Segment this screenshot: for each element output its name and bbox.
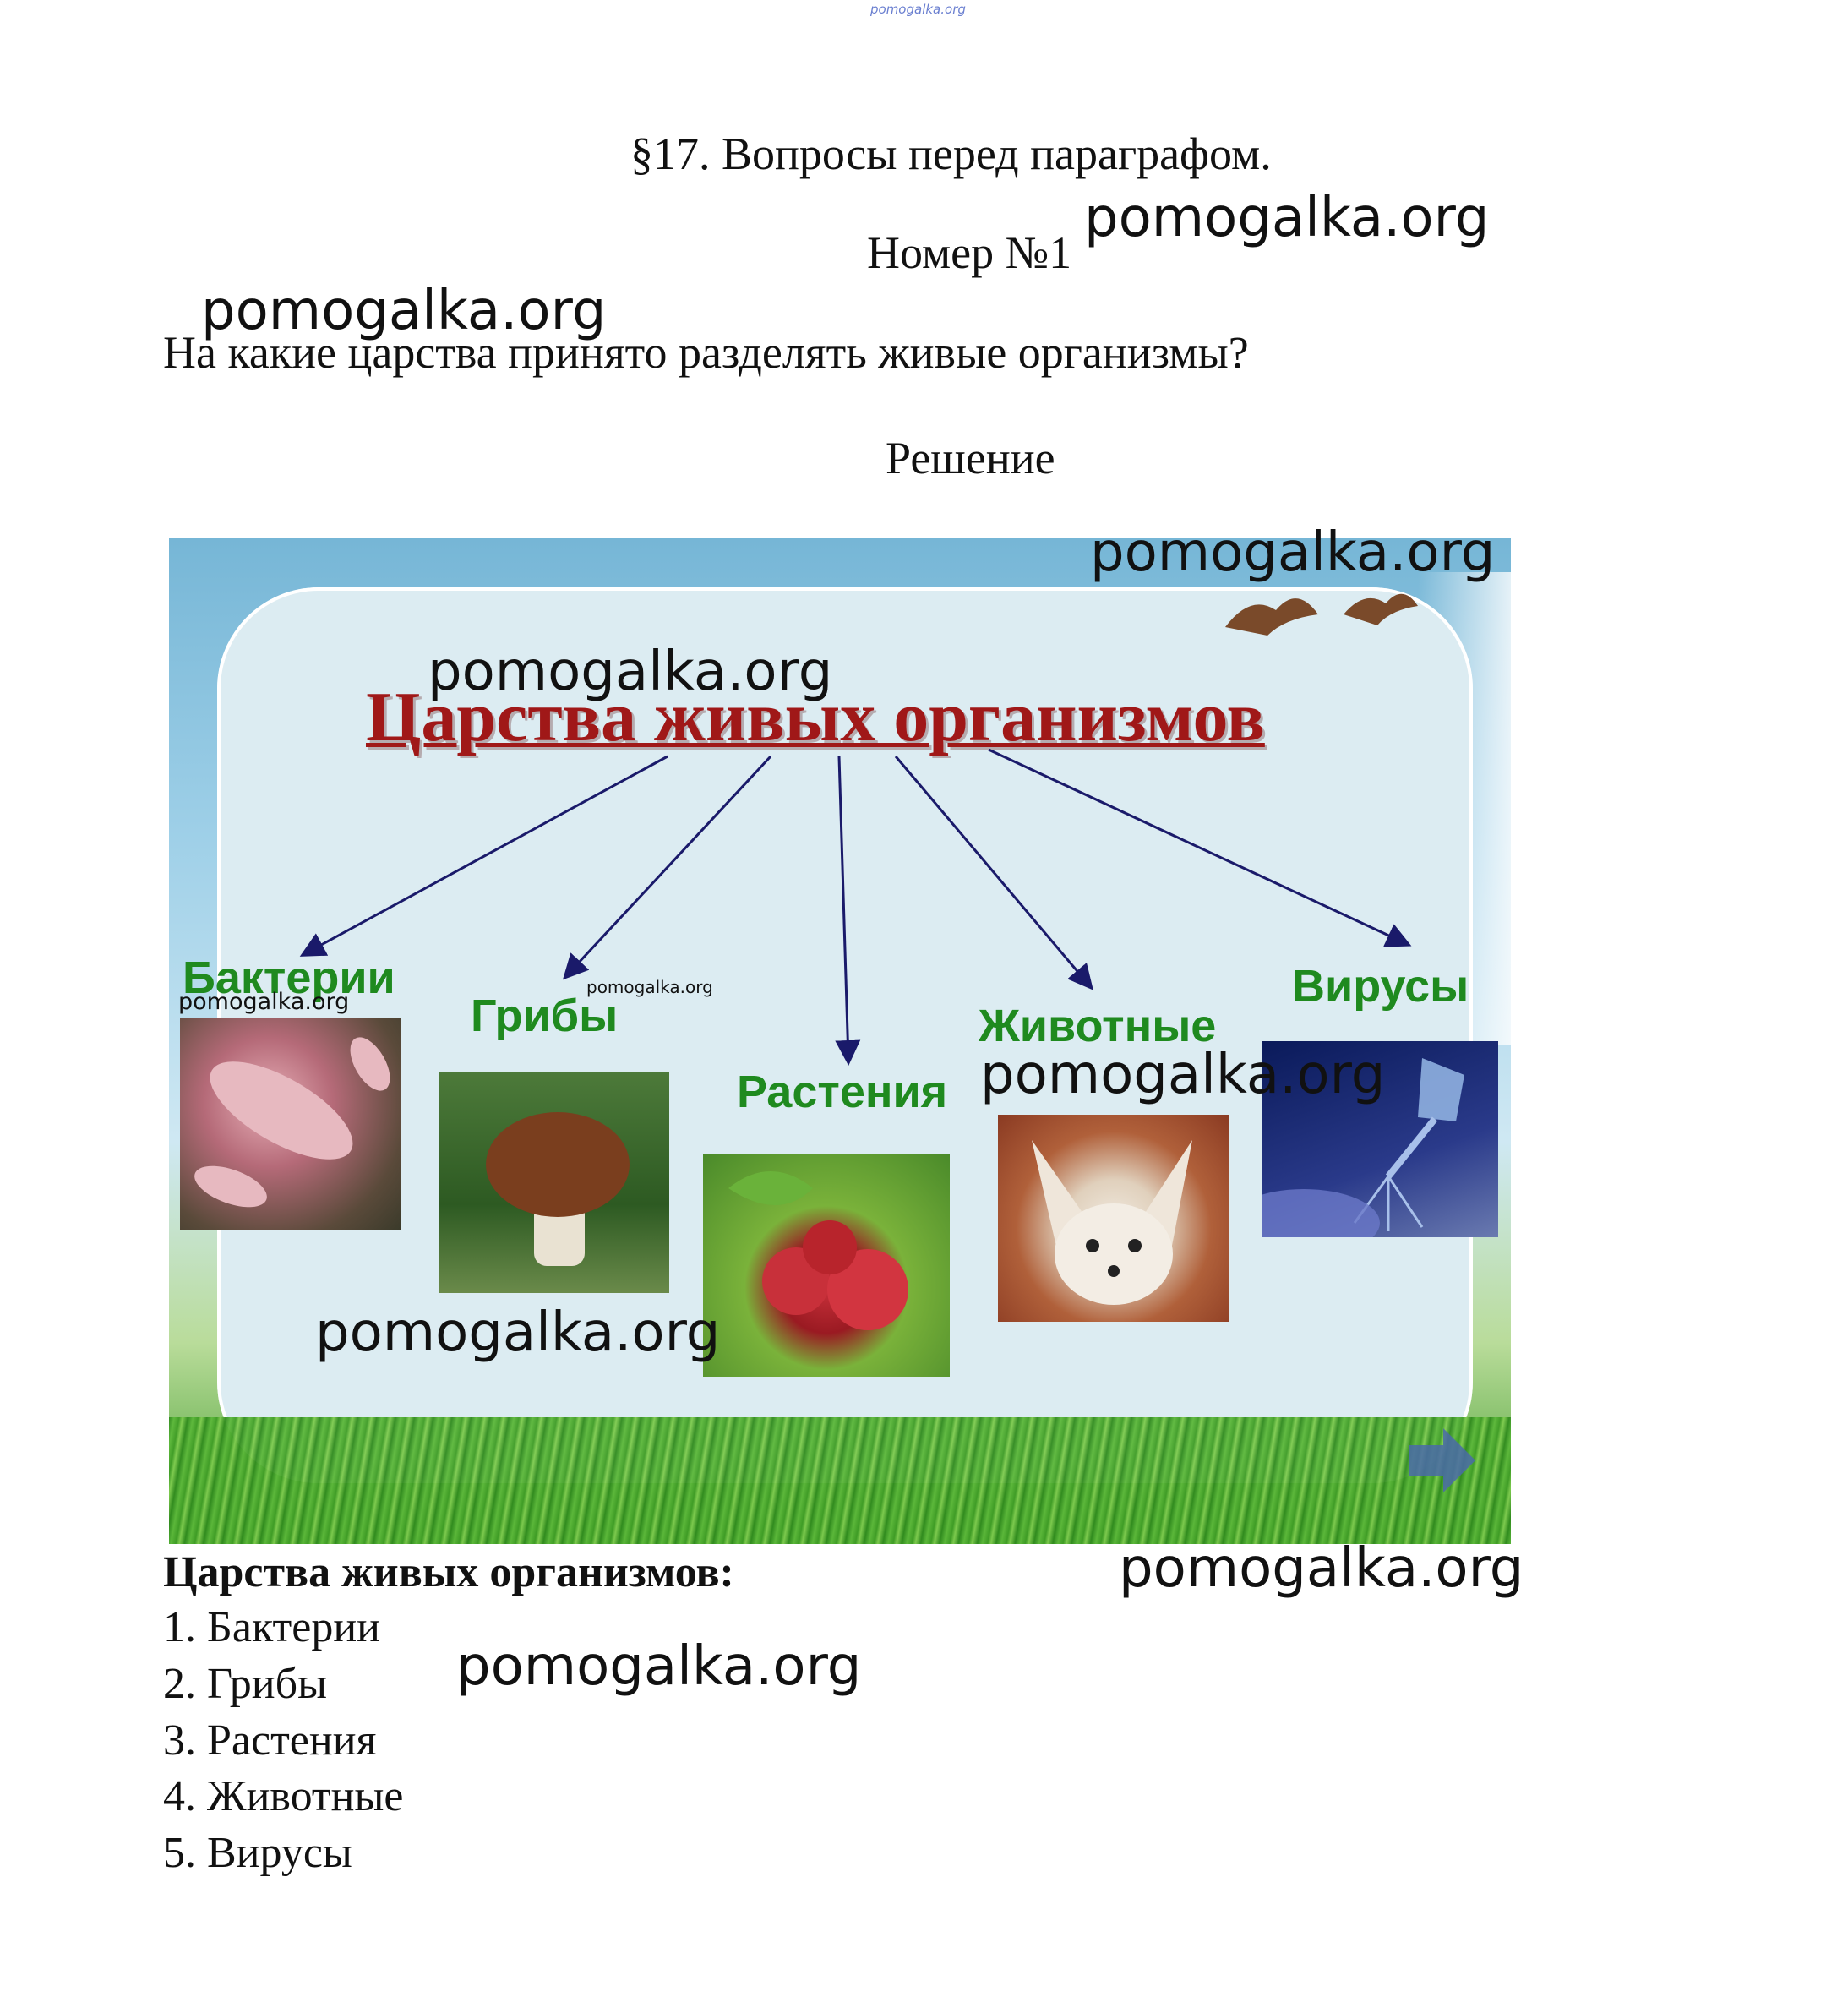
kingdom-arrows xyxy=(299,748,1412,1066)
watermark: pomogalka.org xyxy=(586,977,713,997)
watermark: pomogalka.org xyxy=(178,989,350,1015)
arrow-to-animals xyxy=(894,756,1093,990)
watermark: pomogalka.org xyxy=(1090,521,1496,584)
watermark: pomogalka.org xyxy=(315,1301,721,1364)
top-watermark: pomogalka.org xyxy=(870,2,966,17)
bacteriophage-image xyxy=(1262,1041,1498,1237)
mushroom-image xyxy=(439,1072,669,1293)
bacteria-image xyxy=(180,1018,401,1230)
arrow-to-plants xyxy=(835,756,861,1066)
raspberry-image xyxy=(703,1154,950,1377)
kingdom-label-fungi: Грибы xyxy=(471,990,619,1041)
answer-item-5: 5. Вирусы xyxy=(163,1829,352,1877)
watermark: pomogalka.org xyxy=(1084,187,1490,249)
kingdom-label-bacteria: Бактерии xyxy=(183,952,395,1003)
question-text: На какие царства принято разделять живые… xyxy=(163,327,1249,378)
answer-item-2: 2. Грибы xyxy=(163,1660,328,1708)
watermark: pomogalka.org xyxy=(980,1044,1386,1106)
watermark: pomogalka.org xyxy=(456,1635,862,1698)
watermark: pomogalka.org xyxy=(1119,1537,1524,1600)
kingdom-label-plants: Растения xyxy=(737,1067,948,1117)
kingdom-label-viruses: Вирусы xyxy=(1292,961,1469,1012)
birds-icon xyxy=(1225,593,1418,636)
answer-item-3: 3. Растения xyxy=(163,1716,377,1765)
solution-heading: Решение xyxy=(886,433,1055,483)
arrow-to-fungi xyxy=(562,755,772,980)
watermark: pomogalka.org xyxy=(201,280,607,342)
answer-item-1: 1. Бактерии xyxy=(163,1603,380,1651)
watermark: pomogalka.org xyxy=(428,641,833,703)
kingdoms-slide: Царства живых организмов Бактерии Грибы … xyxy=(169,538,1511,1544)
next-arrow-icon xyxy=(1409,1428,1475,1492)
paragraph-title: §17. Вопросы перед параграфом. xyxy=(630,128,1272,179)
answer-item-4: 4. Животные xyxy=(163,1772,404,1820)
fennec-fox-image xyxy=(998,1115,1229,1322)
number-title: Номер №1 xyxy=(867,227,1072,278)
kingdom-label-animals: Животные xyxy=(979,1001,1217,1051)
slide-title: Царства живых организмов xyxy=(366,678,1265,756)
answer-heading: Царства живых организмов: xyxy=(163,1548,734,1596)
arrow-to-bacteria xyxy=(299,755,668,957)
slide-grass xyxy=(169,1417,1511,1544)
arrow-to-viruses xyxy=(988,748,1412,947)
